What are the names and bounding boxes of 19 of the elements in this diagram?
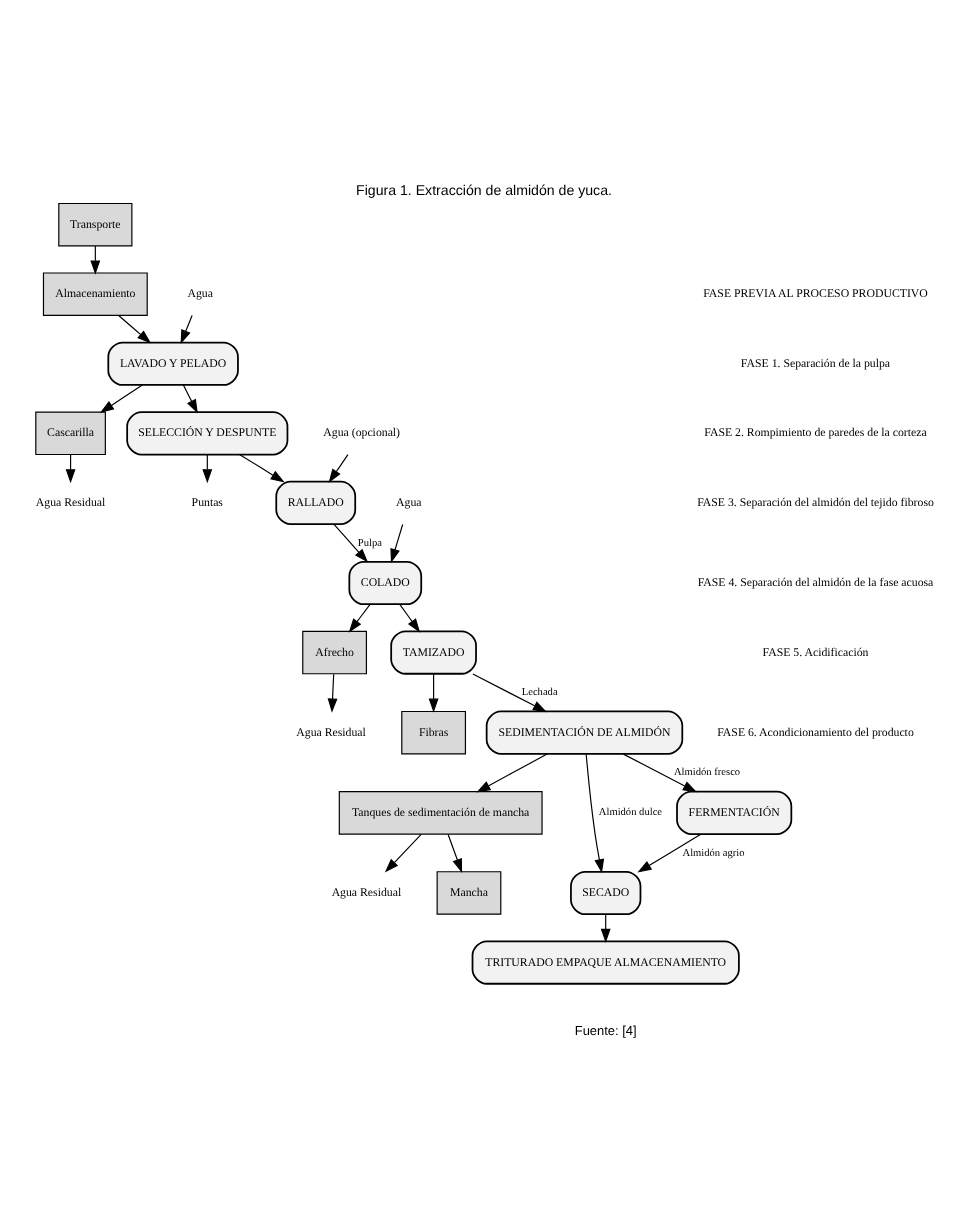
- arrow: [447, 832, 463, 872]
- arrow: [384, 832, 422, 872]
- arrow: [472, 672, 547, 712]
- arrow: [239, 453, 285, 482]
- arrow: [622, 752, 697, 792]
- arrow: [182, 383, 198, 413]
- arrow: [428, 672, 439, 712]
- arrow: [476, 752, 548, 792]
- arrow: [327, 672, 338, 712]
- arrow: [118, 313, 152, 343]
- arrow: [390, 522, 404, 562]
- arrow: [348, 602, 371, 632]
- arrow: [180, 313, 193, 344]
- arrow: [333, 522, 369, 562]
- arrow: [399, 602, 421, 632]
- arrow: [585, 752, 605, 873]
- arrow: [637, 832, 702, 872]
- arrow: [328, 453, 349, 482]
- arrow: [99, 383, 143, 412]
